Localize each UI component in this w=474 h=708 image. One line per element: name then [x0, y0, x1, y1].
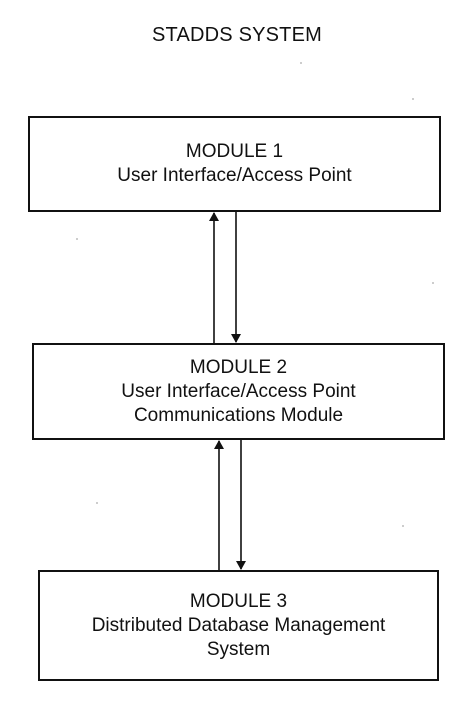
diagram-title: STADDS SYSTEM [151, 24, 323, 46]
module-2-heading: MODULE 2 [189, 356, 288, 378]
module-3-box: MODULE 3 Distributed Database Management… [38, 570, 439, 681]
module-3-line-1: Distributed Database Management [91, 614, 386, 636]
scan-speck [96, 502, 98, 504]
scan-speck [300, 62, 302, 64]
module-2-line-2: Communications Module [133, 404, 344, 426]
scan-speck [412, 98, 414, 100]
module-2-line-1: User Interface/Access Point [121, 380, 356, 402]
scan-speck [432, 282, 434, 284]
scan-speck [402, 525, 404, 527]
module-3-line-2: System [206, 638, 271, 660]
module-1-line-1: User Interface/Access Point [117, 165, 352, 186]
scan-speck [76, 238, 78, 240]
module-1-box: MODULE 1 User Interface/Access Point [28, 116, 441, 212]
module-3-heading: MODULE 3 [189, 590, 288, 612]
module-1-heading: MODULE 1 [185, 141, 284, 162]
module-2-box: MODULE 2 User Interface/Access Point Com… [32, 343, 445, 440]
